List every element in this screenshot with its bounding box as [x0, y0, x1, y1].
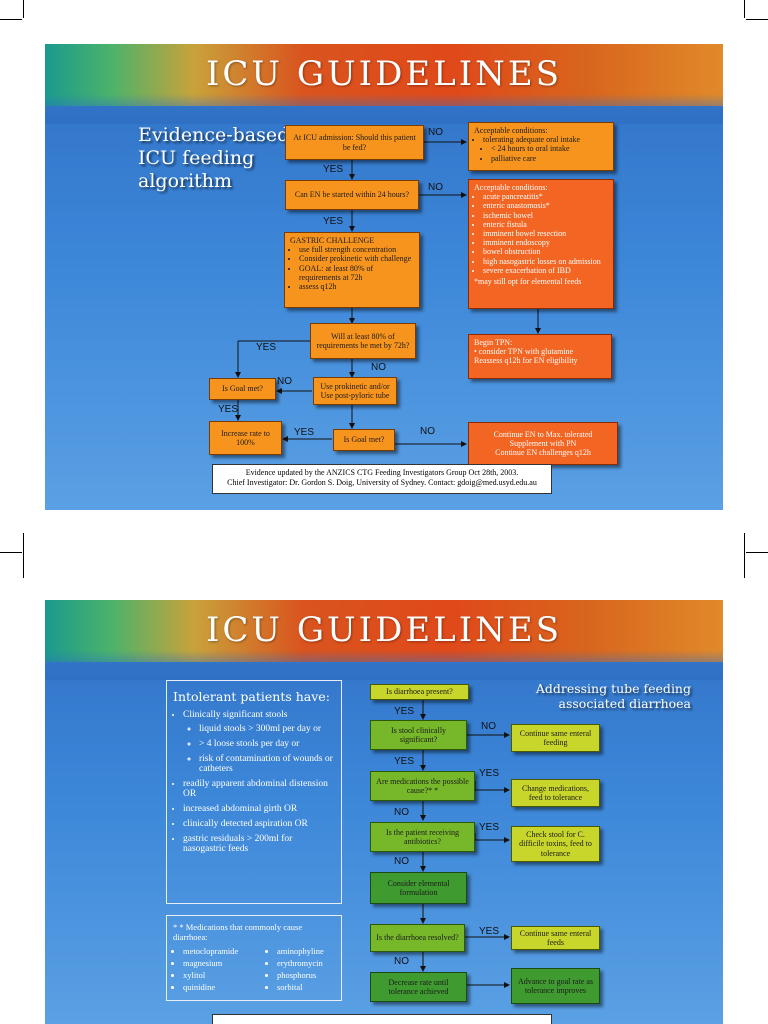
label-no: NO [394, 807, 409, 818]
slide-diarrhoea: ICU GUIDELINES Addressing tube feeding a… [45, 600, 723, 1024]
footer-note: Evidence updated by the ANZICS CTG Feedi… [212, 464, 552, 494]
label-no: NO [428, 182, 443, 193]
result-continue-feeding: Continue same enteral feeding [511, 724, 600, 752]
slide-subtitle: Evidence-based ICU feeding algorithm [138, 124, 290, 192]
slide-title: ICU GUIDELINES [205, 610, 563, 650]
begin-tpn-box: Begin TPN: • consider TPN with glutamine… [468, 334, 612, 379]
result-check-stool: Check stool for C. difficile toxins, fee… [511, 826, 600, 862]
banner [45, 600, 723, 680]
decrease-rate-box: Decrease rate until tolerance achieved [370, 972, 467, 1002]
crop-mark [23, 533, 24, 578]
challenge-list: use full strength concentration Consider… [290, 245, 414, 291]
label-yes: YES [479, 926, 500, 937]
slide-feeding-algorithm: ICU GUIDELINES Evidence-based ICU feedin… [45, 44, 723, 510]
result-continue-feeds: Continue same enteral feeds [511, 926, 600, 950]
question-en-within-24h: Can EN be started within 24 hours? [285, 180, 419, 210]
footer-note [212, 1014, 552, 1024]
label-yes: YES [323, 164, 344, 175]
slide-subtitle: Addressing tube feeding associated diarr… [535, 681, 691, 711]
crop-mark [746, 552, 768, 553]
continue-en-box: Continue EN to Max. tolerated Supplement… [468, 422, 618, 465]
crop-mark [23, 0, 24, 18]
question-goal-met-bottom: Is Goal met? [333, 429, 395, 451]
label-yes: YES [394, 756, 415, 767]
crop-mark [0, 19, 22, 20]
question-stool-significant: Is stool clinically significant? [370, 720, 467, 750]
crop-mark [744, 533, 745, 578]
crop-mark [746, 19, 768, 20]
label-yes: YES [294, 427, 315, 438]
result-advance-goal: Advance to goal rate as tolerance improv… [511, 968, 600, 1004]
slide-title: ICU GUIDELINES [205, 54, 563, 94]
crop-mark [0, 552, 22, 553]
label-no: NO [481, 721, 496, 732]
question-feed-at-admission: At ICU admission: Should this patient be… [285, 125, 424, 160]
label-no: NO [394, 856, 409, 867]
result-change-medications: Change medications, feed to tolerance [511, 779, 600, 807]
flow-arrows [235, 139, 541, 447]
banner [45, 44, 723, 124]
prokinetic-box: Use prokinetic and/or Use post-pyloric t… [313, 377, 397, 405]
label-no: NO [428, 127, 443, 138]
consider-elemental-box: Consider elemental formulation [370, 872, 467, 904]
label-yes: YES [323, 216, 344, 227]
crop-mark [744, 0, 745, 18]
question-80-percent: Will at least 80% of requirements be met… [310, 323, 416, 359]
label-yes: YES [479, 768, 500, 779]
question-goal-met-left: Is Goal met? [209, 378, 276, 400]
label-yes: YES [256, 342, 277, 353]
label-yes: YES [218, 404, 239, 415]
question-diarrhoea-present: Is diarrhoea present? [370, 684, 469, 700]
increase-rate-box: Increase rate to 100% [209, 421, 282, 455]
label-no: NO [371, 362, 386, 373]
flow-arrows [420, 700, 510, 988]
label-yes: YES [479, 822, 500, 833]
label-no: NO [277, 376, 292, 387]
question-diarrhoea-resolved: Is the diarrhoea resolved? [370, 924, 465, 952]
intolerant-panel: Intolerant patients have: Clinically sig… [166, 680, 342, 904]
label-no: NO [420, 426, 435, 437]
acceptable-conditions-2: Acceptable conditions: acute pancreatiti… [468, 179, 614, 309]
question-antibiotics: Is the patient receiving antibiotics? [370, 822, 475, 852]
medications-panel: * * Medications that commonly cause diar… [166, 915, 342, 1001]
gastric-challenge-box: GASTRIC CHALLENGE use full strength conc… [284, 232, 420, 308]
acceptable-conditions-1: Acceptable conditions: tolerating adequa… [468, 122, 614, 171]
label-yes: YES [394, 706, 415, 717]
question-medications-cause: Are medications the possible cause?* * [370, 771, 475, 801]
label-no: NO [394, 956, 409, 967]
